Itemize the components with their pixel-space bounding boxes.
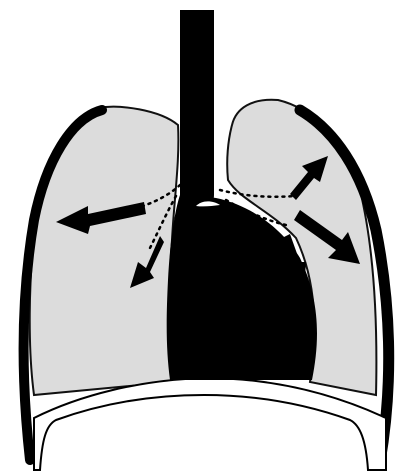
trachea: [180, 10, 214, 212]
diaphragm: [34, 378, 386, 470]
